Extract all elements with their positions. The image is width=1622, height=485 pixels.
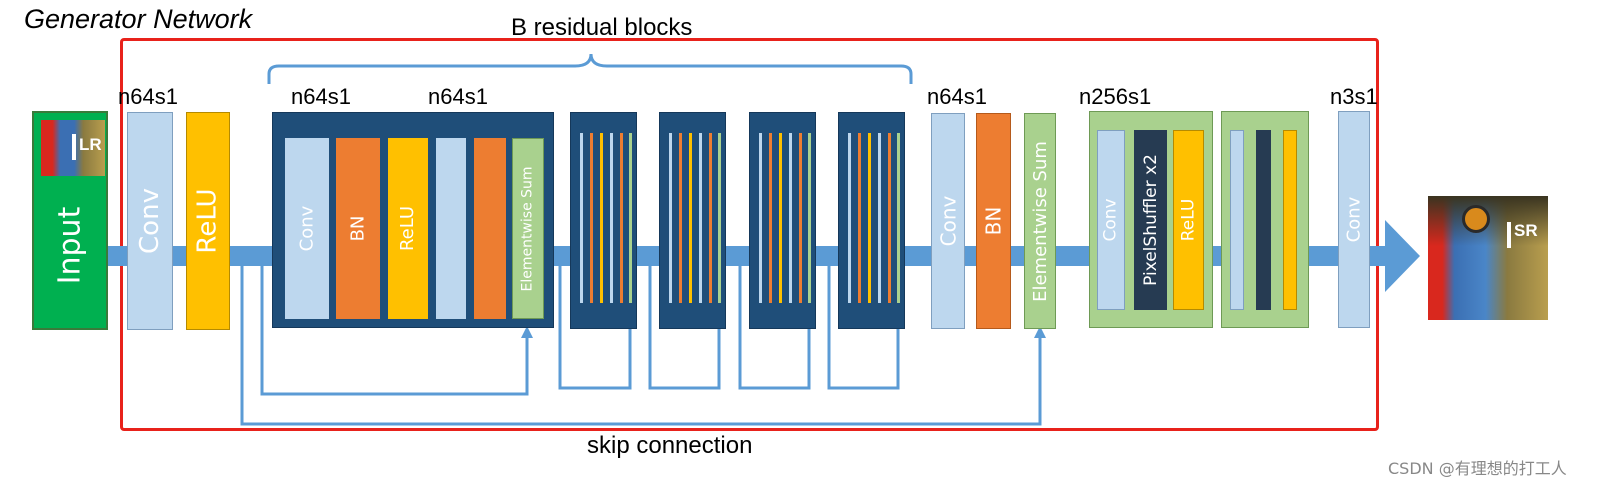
label-n64s1-post: n64s1 <box>927 84 987 109</box>
up2-relu-block <box>1283 130 1297 310</box>
skip-connection-label: skip connection <box>587 432 753 459</box>
up-conv-label: Conv <box>1101 198 1122 242</box>
post-conv-block <box>931 113 965 329</box>
residual-group-label: B residual blocks <box>511 14 693 41</box>
final-conv-label: Conv <box>1343 196 1365 243</box>
watermark: CSDN @有理想的打工人 <box>1388 459 1567 478</box>
res-conv-a-label: Conv <box>296 205 318 252</box>
sr-sub: SR <box>1514 221 1538 240</box>
label-n3s1: n3s1 <box>1330 84 1378 109</box>
pixelshuffler-block <box>1134 130 1167 310</box>
pixelshuffler-label: PixelShuffler x2 <box>1140 154 1161 286</box>
res-sum-a <box>512 138 544 319</box>
lr-tag-icon <box>72 134 76 160</box>
up2-pixelshuffler-block <box>1256 130 1271 310</box>
res-relu-a-label: ReLU <box>397 205 419 252</box>
residual-block-2 <box>570 112 637 329</box>
lr-sub: LR <box>79 135 102 154</box>
input-label: Input <box>52 206 88 284</box>
res-conv-a <box>285 138 329 319</box>
generator-frame <box>120 38 1379 431</box>
conv1-block <box>127 112 173 330</box>
up2-conv-block <box>1230 130 1244 310</box>
post-bn-label: BN <box>981 206 1006 236</box>
res-bn-a <box>336 138 380 319</box>
relu1-label: ReLU <box>193 188 223 254</box>
label-n64s1-first: n64s1 <box>118 84 178 109</box>
label-n64s1-res-b: n64s1 <box>428 84 488 109</box>
up-conv-block <box>1097 130 1125 310</box>
residual-block-5 <box>838 112 905 329</box>
diagram-title: Generator Network <box>24 4 253 34</box>
final-conv-block <box>1338 111 1370 328</box>
label-n256s1: n256s1 <box>1079 84 1152 109</box>
up-relu-label: ReLU <box>1178 198 1199 242</box>
post-sum-label: Elementwise Sum <box>1029 140 1051 302</box>
res-bn-a-label: BN <box>347 215 369 242</box>
residual-brace <box>267 53 913 84</box>
up-relu-block <box>1173 130 1204 310</box>
relu1-block <box>186 112 230 330</box>
post-sum-block <box>1024 113 1056 329</box>
res-conv-b <box>436 138 466 319</box>
residual-block-4 <box>749 112 816 329</box>
res-sum-a-label: Elementwise Sum <box>520 165 536 292</box>
residual-block-3 <box>659 112 726 329</box>
post-bn-block <box>976 113 1011 329</box>
sr-tag-icon <box>1507 222 1511 248</box>
sr-image <box>1428 196 1548 320</box>
res-relu-a <box>388 138 428 319</box>
res-bn-b <box>474 138 506 319</box>
conv1-label: Conv <box>135 188 165 254</box>
label-n64s1-res-a: n64s1 <box>291 84 351 109</box>
post-conv-label: Conv <box>936 195 960 247</box>
